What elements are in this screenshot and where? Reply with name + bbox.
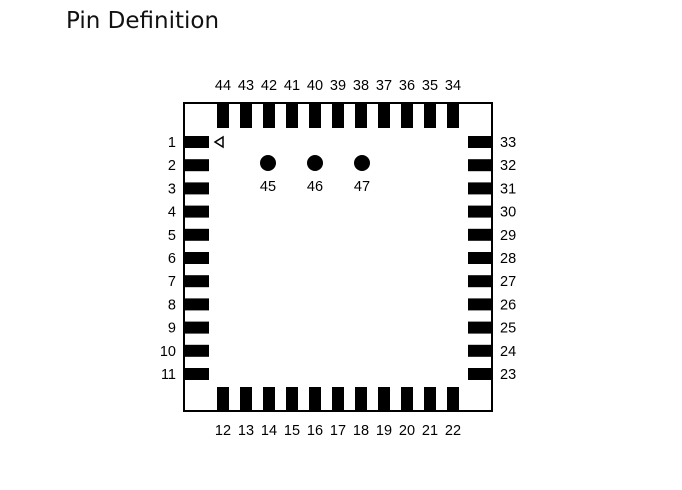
pad-pin-44 xyxy=(217,104,229,128)
pin-label-26: 26 xyxy=(500,297,516,313)
pad-pin-19 xyxy=(378,387,390,411)
pad-pin-15 xyxy=(286,387,298,411)
pad-pin-13 xyxy=(240,387,252,411)
pad-pin-21 xyxy=(424,387,436,411)
pin-label-37: 37 xyxy=(376,78,392,94)
pad-pin-7 xyxy=(185,275,209,288)
pin-label-41: 41 xyxy=(284,78,300,94)
pin-label-43: 43 xyxy=(238,78,254,94)
pad-pin-4 xyxy=(185,205,209,218)
pad-pin-46 xyxy=(307,155,323,171)
pad-pin-39 xyxy=(332,104,344,128)
pad-pin-2 xyxy=(185,159,209,172)
page-title: Pin Definition xyxy=(66,8,220,34)
pin1-marker-icon xyxy=(213,135,224,149)
pad-pin-45 xyxy=(260,155,276,171)
pad-pin-28 xyxy=(468,252,492,264)
pad-pin-6 xyxy=(185,252,209,264)
pad-pin-10 xyxy=(185,344,209,357)
pin-label-3: 3 xyxy=(168,181,176,197)
pad-pin-29 xyxy=(468,228,492,241)
pad-pin-1 xyxy=(185,136,209,148)
pin-label-8: 8 xyxy=(168,297,176,313)
pin-label-23: 23 xyxy=(500,367,516,383)
pin-label-9: 9 xyxy=(168,321,176,337)
pin-label-17: 17 xyxy=(330,423,346,439)
package-body xyxy=(183,102,493,412)
pad-pin-17 xyxy=(332,387,344,411)
pin-label-7: 7 xyxy=(168,274,176,290)
pad-pin-22 xyxy=(447,387,459,411)
pin-label-14: 14 xyxy=(261,423,277,439)
pin-label-38: 38 xyxy=(353,78,369,94)
pin-label-6: 6 xyxy=(168,251,176,267)
pad-pin-42 xyxy=(263,104,275,128)
pin-label-4: 4 xyxy=(168,205,176,221)
pin-label-5: 5 xyxy=(168,228,176,244)
pad-pin-35 xyxy=(424,104,436,128)
pin-label-32: 32 xyxy=(500,158,516,174)
pad-pin-25 xyxy=(468,321,492,334)
pin-label-10: 10 xyxy=(160,344,176,360)
pin-label-28: 28 xyxy=(500,251,516,267)
pad-pin-23 xyxy=(468,368,492,380)
pin-label-25: 25 xyxy=(500,321,516,337)
pin-label-34: 34 xyxy=(445,78,461,94)
pin-label-39: 39 xyxy=(330,78,346,94)
pin-label-35: 35 xyxy=(422,78,438,94)
pin-label-20: 20 xyxy=(399,423,415,439)
pin-label-29: 29 xyxy=(500,228,516,244)
pad-pin-30 xyxy=(468,205,492,218)
pad-pin-40 xyxy=(309,104,321,128)
pad-pin-8 xyxy=(185,298,209,311)
pin-label-13: 13 xyxy=(238,423,254,439)
pad-pin-37 xyxy=(378,104,390,128)
pad-pin-43 xyxy=(240,104,252,128)
pin-label-42: 42 xyxy=(261,78,277,94)
pad-pin-14 xyxy=(263,387,275,411)
pin-label-11: 11 xyxy=(161,367,176,383)
pin-label-44: 44 xyxy=(215,78,231,94)
pin-label-18: 18 xyxy=(353,423,369,439)
pad-pin-3 xyxy=(185,182,209,195)
pad-pin-34 xyxy=(447,104,459,128)
pin-label-46: 46 xyxy=(307,179,323,195)
pad-pin-32 xyxy=(468,159,492,172)
pad-pin-36 xyxy=(401,104,413,128)
pin-label-2: 2 xyxy=(168,158,176,174)
pad-pin-11 xyxy=(185,368,209,380)
pin-label-19: 19 xyxy=(376,423,392,439)
pin-label-40: 40 xyxy=(307,78,323,94)
pad-pin-26 xyxy=(468,298,492,311)
pad-pin-47 xyxy=(354,155,370,171)
pin-label-30: 30 xyxy=(500,205,516,221)
pad-pin-24 xyxy=(468,344,492,357)
pad-pin-33 xyxy=(468,136,492,148)
pin-label-33: 33 xyxy=(500,135,516,151)
pin-label-36: 36 xyxy=(399,78,415,94)
pad-pin-18 xyxy=(355,387,367,411)
pin-label-47: 47 xyxy=(354,179,370,195)
pad-pin-16 xyxy=(309,387,321,411)
pin-label-45: 45 xyxy=(260,179,276,195)
pad-pin-27 xyxy=(468,275,492,288)
pad-pin-9 xyxy=(185,321,209,334)
pin-label-21: 21 xyxy=(422,423,438,439)
pad-pin-5 xyxy=(185,228,209,241)
pin-label-22: 22 xyxy=(445,423,461,439)
pad-pin-38 xyxy=(355,104,367,128)
pin-label-24: 24 xyxy=(500,344,516,360)
pin-label-1: 1 xyxy=(168,135,176,151)
pin-label-16: 16 xyxy=(307,423,323,439)
pin-label-12: 12 xyxy=(215,423,231,439)
pin-label-15: 15 xyxy=(284,423,300,439)
pad-pin-12 xyxy=(217,387,229,411)
pad-pin-41 xyxy=(286,104,298,128)
pad-pin-20 xyxy=(401,387,413,411)
pin-label-31: 31 xyxy=(500,181,516,197)
pad-pin-31 xyxy=(468,182,492,195)
pin-label-27: 27 xyxy=(500,274,516,290)
